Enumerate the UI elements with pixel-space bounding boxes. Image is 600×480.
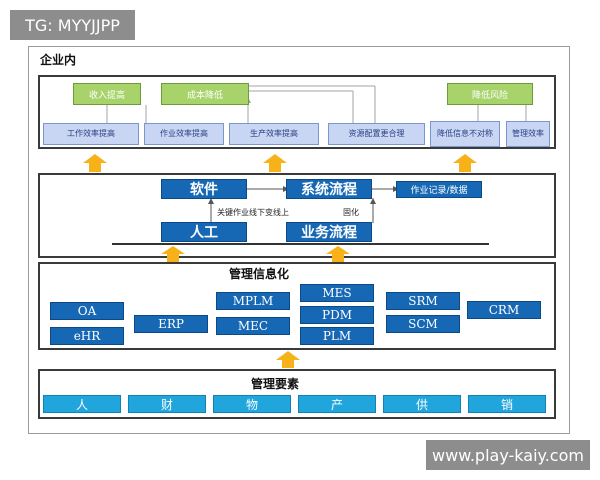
- enterprise-connectors: [104, 85, 527, 123]
- up-arrow-1: [83, 154, 107, 172]
- system-pdm: PDM: [300, 306, 374, 324]
- note-solidify: 固化: [343, 208, 359, 217]
- software-box: 软件: [161, 179, 247, 199]
- effect-production-efficiency: 生产效率提高: [229, 123, 319, 145]
- system-plm: PLM: [300, 327, 374, 345]
- system-oa: OA: [50, 302, 124, 320]
- system-mes: MES: [300, 284, 374, 302]
- element-sales: 销: [468, 395, 546, 413]
- system-crm: CRM: [467, 301, 541, 319]
- system-flow-box: 系统流程: [286, 179, 372, 199]
- effect-work-efficiency: 工作效率提高: [43, 123, 139, 145]
- effect-resource-allocation: 资源配置更合理: [328, 123, 425, 145]
- enterprise-title: 企业内: [40, 53, 77, 67]
- system-erp: ERP: [134, 315, 208, 333]
- up-arrow-5: [326, 246, 350, 262]
- system-scm: SCM: [386, 315, 460, 333]
- watermark-bottom: www.play-kaiy.com: [426, 440, 590, 470]
- goal-revenue-up: 收入提高: [73, 83, 141, 105]
- note-offline-to-online: 关键作业线下变线上: [217, 208, 289, 217]
- up-arrow-3: [453, 154, 477, 172]
- process-baseline: [112, 243, 489, 245]
- element-finance: 财: [128, 395, 206, 413]
- up-arrow-4: [161, 246, 185, 262]
- record-data-box: 作业记录/数据: [396, 181, 482, 198]
- up-arrow-2: [263, 154, 287, 172]
- element-people: 人: [43, 395, 121, 413]
- effect-operation-efficiency: 作业效率提高: [144, 123, 224, 145]
- informatization-title: 管理信息化: [229, 267, 290, 281]
- up-arrow-6: [276, 351, 300, 368]
- effect-management-efficiency: 管理效率: [506, 121, 550, 147]
- element-material: 物: [213, 395, 291, 413]
- element-supply: 供: [383, 395, 461, 413]
- elements-title: 管理要素: [251, 377, 300, 391]
- system-mec: MEC: [216, 317, 290, 335]
- business-flow-box: 业务流程: [286, 222, 372, 242]
- goal-cost-down: 成本降低: [161, 83, 249, 105]
- element-production: 产: [298, 395, 376, 413]
- effect-info-asymmetry: 降低信息不对称: [430, 121, 500, 147]
- watermark-top: TG: MYYJJPP: [10, 10, 135, 40]
- goal-risk-down: 降低风险: [447, 83, 533, 105]
- manual-box: 人工: [161, 222, 247, 242]
- system-srm: SRM: [386, 292, 460, 310]
- system-ehr: eHR: [50, 327, 124, 345]
- system-mplm: MPLM: [216, 292, 290, 310]
